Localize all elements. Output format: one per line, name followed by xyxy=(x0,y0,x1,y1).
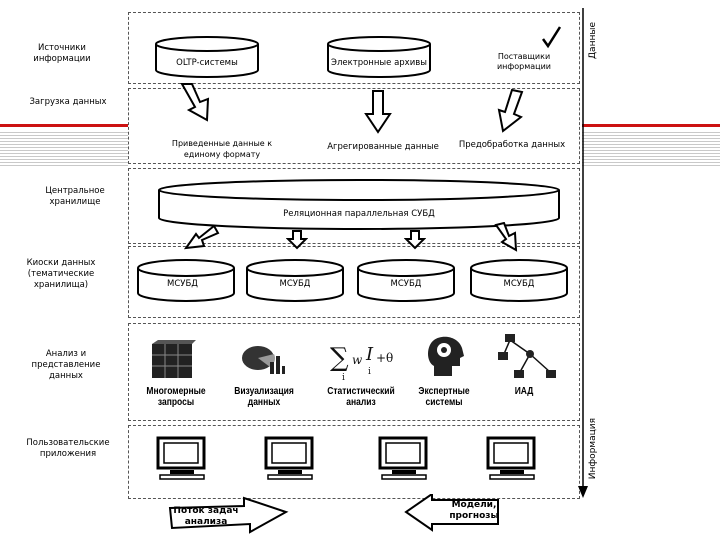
expert-systems-label: Экспертные системы xyxy=(418,386,470,408)
arrow-archives-down-icon xyxy=(364,90,392,134)
visualization-label: Визуализация данных xyxy=(234,386,294,408)
arrow-kiosk1-icon xyxy=(184,224,220,250)
vertical-axis-arrow-icon xyxy=(578,8,588,498)
axis-label-info: Информация xyxy=(588,418,598,480)
computer-icon-4 xyxy=(486,436,536,480)
aggregated-data-label: Агрегированные данные xyxy=(327,142,439,152)
normalized-data-label: Приведенные данные к единому формату xyxy=(171,139,273,159)
models-arrow-icon xyxy=(404,494,499,532)
axis-label-data: Данные xyxy=(588,22,598,59)
svg-text:+θ: +θ xyxy=(376,351,393,365)
background-stripes-right xyxy=(582,130,720,166)
iad-tree-icon xyxy=(498,334,556,378)
svg-text:i: i xyxy=(368,367,371,377)
central-dbms-label: Реляционная параллельная СУБД xyxy=(283,209,435,219)
statistics-label: Статистический анализ xyxy=(327,386,395,408)
kiosk-cylinder-1: МСУБД xyxy=(137,259,235,303)
visualization-icon xyxy=(242,346,285,374)
central-dbms-cylinder: Реляционная параллельная СУБД xyxy=(157,178,561,232)
red-accent-line-left xyxy=(0,124,128,127)
task-flow-label: Поток задач анализа xyxy=(173,506,239,527)
archives-label: Электронные архивы xyxy=(331,58,427,68)
models-label: Модели, прогнозы xyxy=(449,500,499,521)
label-kiosks: Киоски данных (тематические хранилища) xyxy=(26,258,96,290)
label-loading: Загрузка данных xyxy=(29,97,107,107)
iad-label: ИАД xyxy=(514,386,534,397)
computer-icon-1 xyxy=(156,436,206,480)
computer-icon-3 xyxy=(378,436,428,480)
suppliers-label: Поставщики информации xyxy=(496,52,552,71)
svg-text:∑: ∑ xyxy=(330,343,349,373)
archives-cylinder: Электронные архивы xyxy=(327,36,431,80)
svg-text:I: I xyxy=(365,344,374,365)
kiosk-cylinder-4: МСУБД xyxy=(470,259,568,303)
label-analysis: Анализ и представление данных xyxy=(31,349,101,381)
svg-text:i: i xyxy=(342,373,345,382)
checkmark-icon xyxy=(541,26,562,49)
arrow-suppliers-down-icon xyxy=(497,88,524,133)
background-stripes-left xyxy=(0,130,128,166)
oltp-cylinder: OLTP-системы xyxy=(155,36,259,80)
kiosk-label-2: МСУБД xyxy=(279,279,311,289)
kiosk-cylinder-3: МСУБД xyxy=(357,259,455,303)
expert-head-icon xyxy=(428,336,464,376)
multidim-cube-icon xyxy=(152,340,196,378)
arrow-kiosk4-icon xyxy=(494,222,518,252)
arrow-kiosk2-icon xyxy=(286,230,308,250)
kiosk-label-4: МСУБД xyxy=(503,279,535,289)
band-analysis xyxy=(128,323,580,421)
red-accent-line-right xyxy=(582,124,720,127)
label-sources: Источники информации xyxy=(33,43,91,64)
oltp-label: OLTP-системы xyxy=(176,58,238,68)
kiosk-cylinder-2: МСУБД xyxy=(246,259,344,303)
task-flow-arrow-icon xyxy=(168,496,289,534)
statistics-formula-icon: ∑ w I +θ i i xyxy=(330,343,393,382)
label-apps: Пользовательские приложения xyxy=(26,438,110,459)
label-central: Центральное хранилище xyxy=(45,186,105,207)
arrow-oltp-down-icon xyxy=(180,83,210,122)
multidim-queries-label: Многомерные запросы xyxy=(146,386,206,408)
svg-text:w: w xyxy=(352,353,363,367)
kiosk-label-1: МСУБД xyxy=(167,279,198,289)
preprocessing-label: Предобработка данных xyxy=(458,140,566,150)
kiosk-label-3: МСУБД xyxy=(390,279,422,289)
arrow-kiosk3-icon xyxy=(404,230,426,250)
computer-icon-2 xyxy=(264,436,314,480)
